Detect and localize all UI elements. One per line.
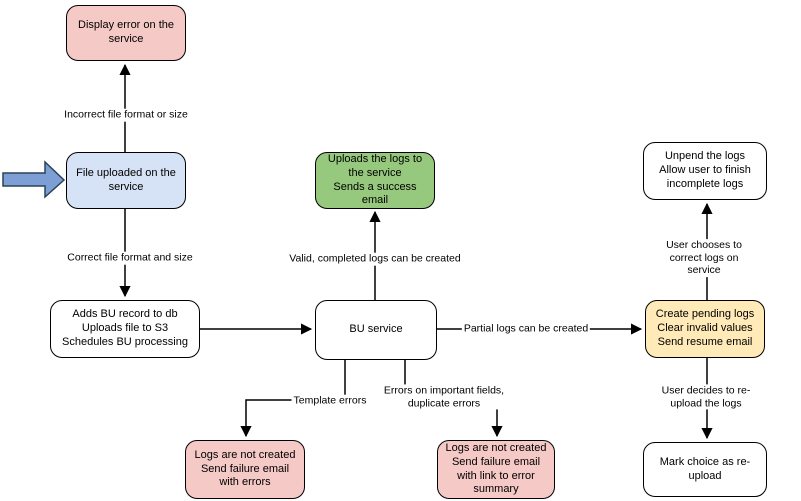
node-uploads-logs[interactable]: Uploads the logs to the service Sends a … — [315, 152, 435, 209]
edge-label-template-errors: Template errors — [291, 394, 369, 408]
node-bu-service[interactable]: BU service — [315, 300, 437, 360]
edge-label-correct-format: Correct file format and size — [65, 251, 195, 265]
edge-label-partial-logs: Partial logs can be created — [461, 322, 591, 336]
node-unpend-logs[interactable]: Unpend the logs Allow user to finish inc… — [643, 142, 767, 200]
edge-label-choose-correct: User chooses to correct logs on service — [655, 239, 753, 277]
node-logs-not-created-errors[interactable]: Logs are not created Send failure email … — [185, 440, 305, 499]
edge-label-reupload-decision: User decides to re-upload the logs — [658, 384, 754, 410]
entry-arrow-icon[interactable] — [2, 160, 66, 199]
node-adds-bu-record[interactable]: Adds BU record to db Uploads file to S3 … — [50, 300, 200, 358]
node-display-error[interactable]: Display error on the service — [66, 5, 186, 61]
node-logs-not-created-summary[interactable]: Logs are not created Send failure email … — [437, 440, 555, 499]
edge-label-valid-logs: Valid, completed logs can be created — [287, 252, 463, 266]
edge-label-incorrect-format: Incorrect file format or size — [62, 108, 190, 122]
node-file-uploaded[interactable]: File uploaded on the service — [66, 152, 186, 209]
node-create-pending-logs[interactable]: Create pending logs Clear invalid values… — [645, 300, 765, 358]
node-mark-choice-reupload[interactable]: Mark choice as re- upload — [643, 442, 767, 497]
edge-label-important-errors: Errors on important fields, duplicate er… — [381, 384, 507, 410]
